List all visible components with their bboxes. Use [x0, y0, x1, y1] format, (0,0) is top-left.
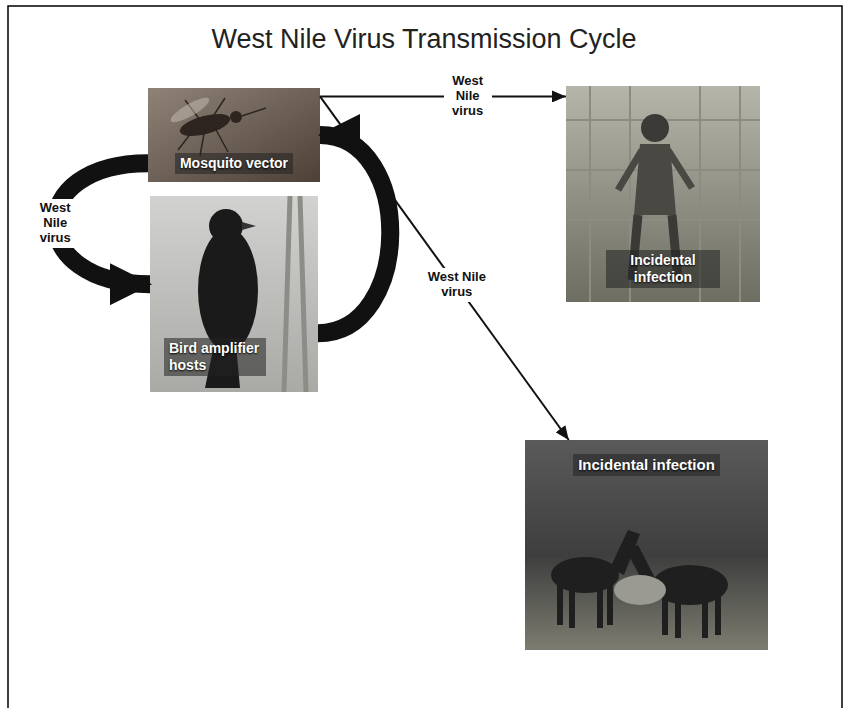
cycle-arrow [318, 135, 390, 333]
panel-caption: Bird amplifier hosts [164, 338, 266, 376]
panel-caption: Mosquito vector [175, 153, 293, 174]
diagram-title: West Nile Virus Transmission Cycle [0, 24, 848, 55]
photo-panel: Incidental infection [525, 440, 768, 650]
mosquito-photo [148, 88, 320, 182]
arrow-label: West Nile virus [421, 268, 493, 302]
page-frame [8, 6, 842, 708]
panel-caption: Incidental infection [573, 454, 720, 476]
person-photo [566, 86, 760, 302]
photo-panel: Incidental infection [566, 86, 760, 302]
horses-photo [525, 440, 768, 650]
panel-caption: Incidental infection [606, 250, 720, 288]
bird-photo [150, 196, 318, 392]
photo-panel: Bird amplifier hosts [150, 196, 318, 392]
arrow-label: West Nile virus [444, 72, 492, 121]
photo-panel: Mosquito vector [148, 88, 320, 182]
arrow-label: West Nile virus [29, 199, 81, 248]
